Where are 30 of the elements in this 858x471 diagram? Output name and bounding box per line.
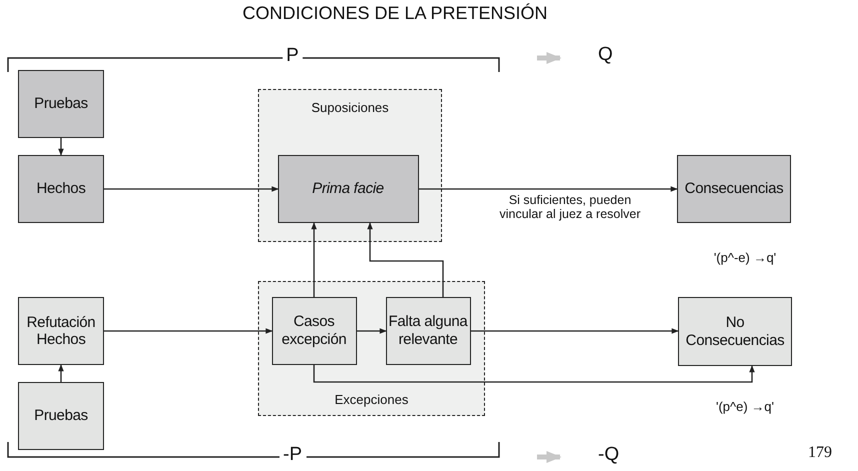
- group-title: Suposiciones: [310, 100, 390, 115]
- process-box: Refutación Hechos: [18, 297, 104, 365]
- edge-label: Si suficientes, pueden vincular al juez a resolver: [498, 193, 642, 221]
- process-box: Casos excepción: [272, 296, 356, 364]
- arrow: [104, 186, 279, 192]
- arrow: [58, 364, 64, 382]
- arrow: [471, 328, 679, 334]
- formula-label: '(p^-e) →q': [712, 250, 778, 265]
- process-box: Prima facie: [278, 154, 418, 222]
- group-title: Excepciones: [334, 392, 410, 407]
- process-box: No Consecuencias: [678, 297, 792, 366]
- arrow: [313, 365, 755, 383]
- arrow: [357, 328, 387, 334]
- process-box: Hechos: [18, 155, 104, 223]
- page-number: 179: [807, 444, 833, 462]
- process-box: Pruebas: [18, 70, 104, 138]
- arrow: [419, 186, 678, 192]
- implication-arrow: [537, 451, 562, 463]
- arrow: [58, 138, 64, 156]
- process-box: Falta alguna relevante: [386, 296, 470, 364]
- arrow: [104, 328, 273, 334]
- process-box: Pruebas: [18, 382, 104, 450]
- arrow: [311, 222, 317, 297]
- process-box: Consecuencias: [677, 155, 791, 223]
- formula-label: '(p^e) →q': [714, 399, 776, 414]
- group-area: [258, 281, 485, 416]
- title: CONDICIONES DE LA PRETENSIÓN: [241, 3, 549, 24]
- implication-arrow: [537, 52, 562, 64]
- group-area: [258, 89, 442, 242]
- arrow: [367, 222, 444, 297]
